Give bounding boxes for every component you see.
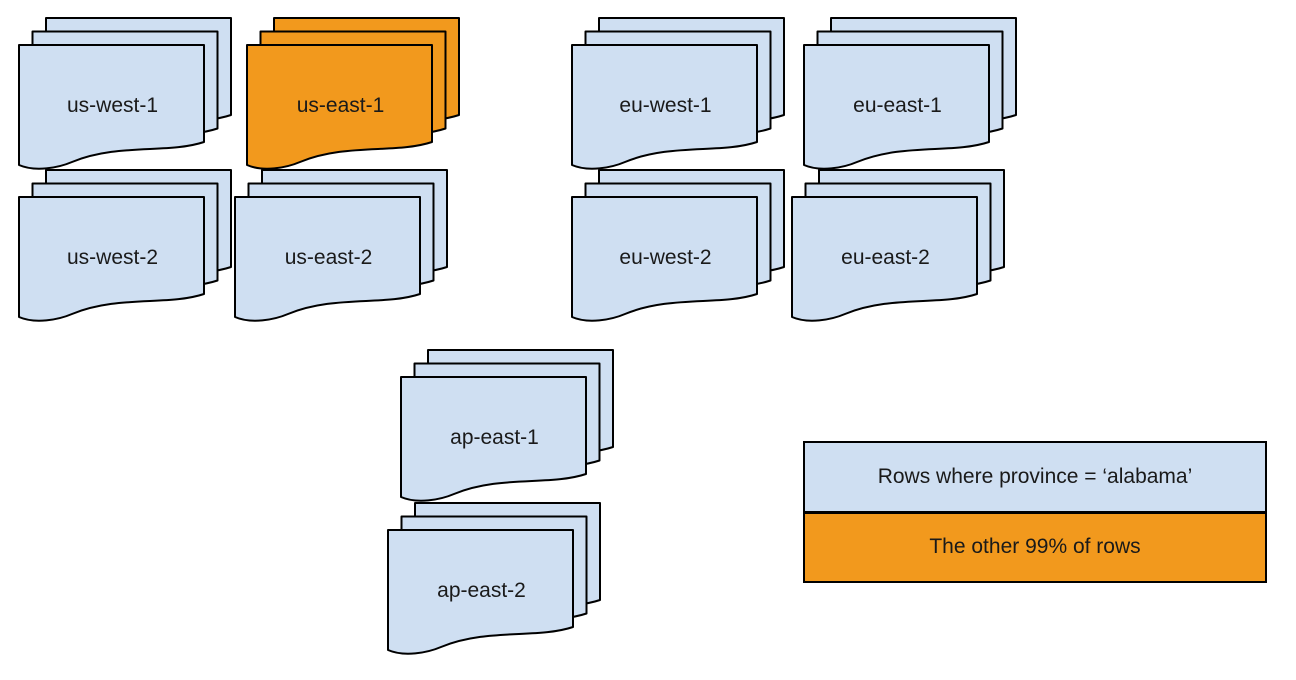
stack-us-west-2: us-west-2 — [18, 168, 234, 326]
stack-eu-east-2: eu-east-2 — [791, 168, 1007, 326]
region-label: eu-east-1 — [853, 94, 942, 117]
document-stack-icon — [246, 17, 460, 170]
legend-item-other-rows-label: The other 99% of rows — [929, 535, 1141, 559]
region-label: us-east-1 — [296, 94, 385, 117]
document-stack-icon — [571, 17, 785, 170]
stack-us-east-1: us-east-1 — [246, 16, 462, 174]
stack-us-east-2: us-east-2 — [234, 168, 450, 326]
region-label: eu-west-1 — [619, 94, 712, 117]
stack-eu-west-1: eu-west-1 — [571, 16, 787, 174]
region-label: us-east-2 — [284, 246, 373, 269]
document-stack-icon — [400, 349, 614, 502]
document-stack-icon — [571, 169, 785, 322]
legend-item-other-rows: The other 99% of rows — [805, 513, 1265, 581]
region-label: us-west-1 — [66, 94, 159, 117]
stack-eu-west-2: eu-west-2 — [571, 168, 787, 326]
legend-item-alabama-rows-label: Rows where province = ‘alabama’ — [877, 464, 1193, 488]
stack-us-west-1: us-west-1 — [18, 16, 234, 174]
legend: Rows where province = ‘alabama’ The othe… — [803, 441, 1267, 583]
document-stack-icon — [234, 169, 448, 322]
document-stack-icon — [387, 502, 601, 655]
document-stack-icon — [18, 169, 232, 322]
document-stack-icon — [803, 17, 1017, 170]
stack-ap-east-2: ap-east-2 — [387, 501, 603, 659]
region-label: ap-east-2 — [437, 579, 526, 602]
legend-item-alabama-rows: Rows where province = ‘alabama’ — [805, 443, 1265, 514]
region-label: us-west-2 — [66, 246, 159, 269]
stack-eu-east-1: eu-east-1 — [803, 16, 1019, 174]
region-label: eu-west-2 — [619, 246, 712, 269]
region-label: eu-east-2 — [841, 246, 930, 269]
document-stack-icon — [18, 17, 232, 170]
region-label: ap-east-1 — [450, 426, 539, 449]
stack-ap-east-1: ap-east-1 — [400, 348, 616, 506]
document-stack-icon — [791, 169, 1005, 322]
